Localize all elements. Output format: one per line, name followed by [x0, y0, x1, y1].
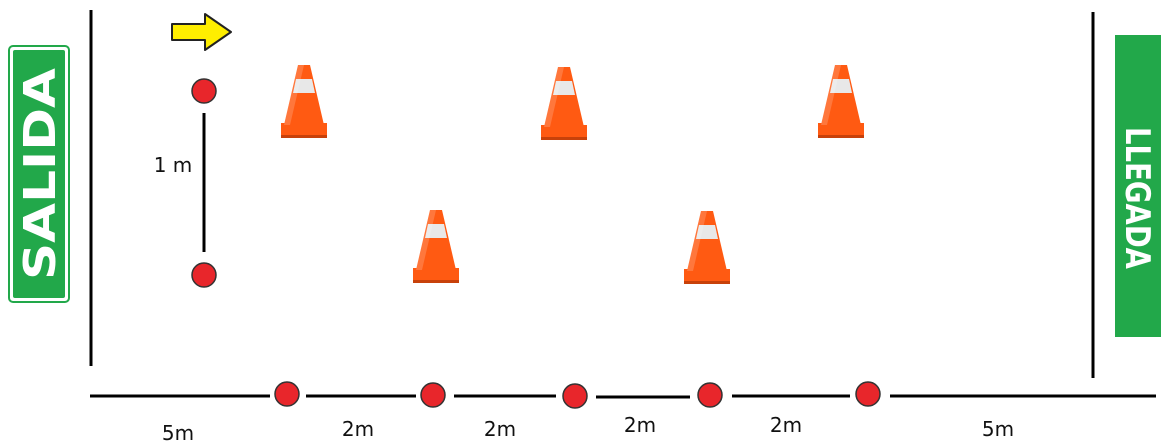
segment-label: 2m	[770, 413, 802, 437]
scale-marker	[274, 381, 300, 407]
traffic-cone-icon	[684, 211, 730, 284]
start-sign: SALIDA	[8, 45, 70, 303]
traffic-cone-icon	[281, 65, 327, 138]
scale-marker	[855, 381, 881, 407]
marker-dot-bottom	[191, 262, 217, 288]
traffic-cone-icon	[818, 65, 864, 138]
vertical-gap-label: 1 m	[154, 153, 193, 177]
marker-dot-top	[191, 78, 217, 104]
segment-label: 2m	[624, 413, 656, 437]
segment-label: 2m	[484, 417, 516, 441]
scale-marker	[697, 382, 723, 408]
distance-scale: 5m 2m 2m 2m 2m 5m	[90, 381, 1156, 444]
segment-label: 2m	[342, 417, 374, 441]
segment-label: 5m	[982, 417, 1014, 441]
segment-label: 5m	[162, 421, 194, 444]
arrow-right-icon	[171, 13, 232, 51]
finish-sign-label: LLEGADA	[1117, 127, 1157, 270]
traffic-cone-icon	[413, 210, 459, 283]
scale-marker	[420, 382, 446, 408]
traffic-cone-icon	[541, 67, 587, 140]
scale-marker	[562, 383, 588, 409]
start-sign-label: SALIDA	[15, 68, 66, 280]
one-meter-gap: 1 m	[154, 78, 217, 288]
finish-sign: LLEGADA	[1115, 35, 1161, 337]
